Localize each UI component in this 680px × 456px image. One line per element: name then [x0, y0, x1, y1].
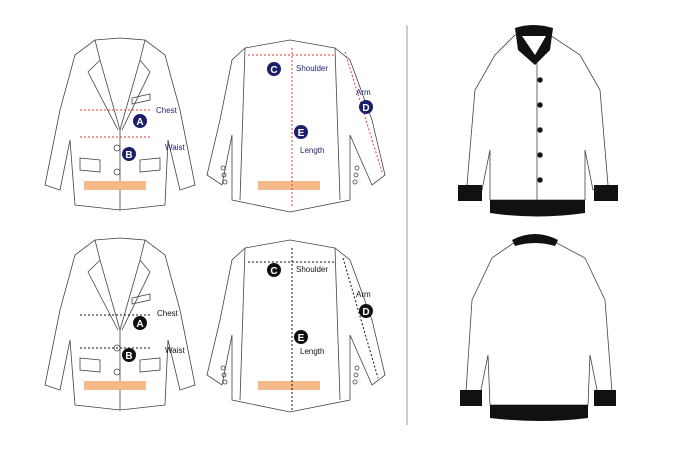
marker-e: E: [298, 128, 305, 139]
marker-a: A: [136, 319, 143, 330]
marker-e: E: [298, 333, 305, 344]
bottom-measure-lines: [80, 248, 379, 410]
arm-label: Arm: [356, 88, 371, 97]
shoulder-label: Shoulder: [296, 265, 328, 274]
waist-label: Waist: [165, 143, 185, 152]
arm-label: Arm: [356, 290, 371, 299]
marker-c: C: [270, 266, 277, 277]
chest-label: Chest: [157, 309, 179, 318]
waist-label: Waist: [165, 346, 185, 355]
shoulder-label: Shoulder: [296, 64, 328, 73]
marker-c: C: [270, 65, 277, 76]
marker-d: D: [362, 307, 369, 318]
marker-a: A: [136, 117, 143, 128]
length-label: Length: [300, 146, 324, 155]
bomber-front: [458, 25, 618, 217]
length-label: Length: [300, 347, 324, 356]
marker-b: B: [125, 351, 132, 362]
marker-d: D: [362, 103, 369, 114]
chest-label: Chest: [156, 106, 178, 115]
bomber-back: [460, 234, 616, 421]
top-measure-lines: [80, 48, 383, 206]
marker-b: B: [125, 150, 132, 161]
